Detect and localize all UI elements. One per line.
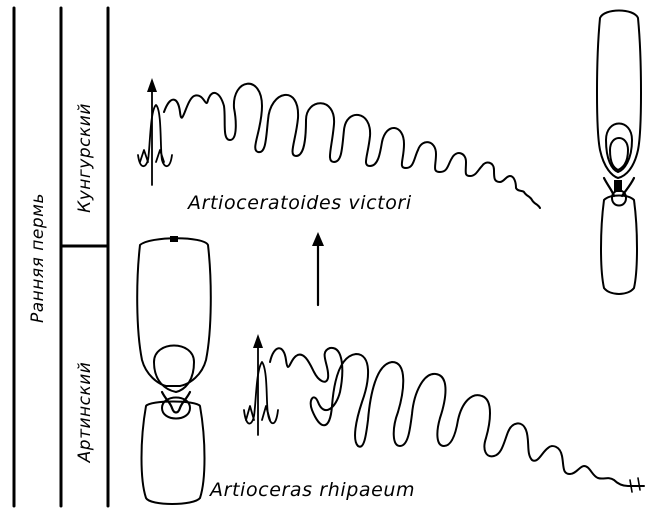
stage-label-artinskian: Артинский xyxy=(75,362,95,464)
species-label-upper: Artioceratoides victori xyxy=(186,192,412,214)
epoch-label: Ранняя пермь xyxy=(28,193,48,323)
suture-line-upper xyxy=(138,78,540,208)
shell-section-lower-left xyxy=(137,236,211,504)
species-label-lower: Artioceras rhipaeum xyxy=(208,479,415,501)
suture-line-lower xyxy=(244,334,644,492)
shell-section-upper-right xyxy=(597,11,641,295)
evolution-arrow xyxy=(312,232,324,305)
stage-label-kungurian: Кунгурский xyxy=(75,103,95,213)
